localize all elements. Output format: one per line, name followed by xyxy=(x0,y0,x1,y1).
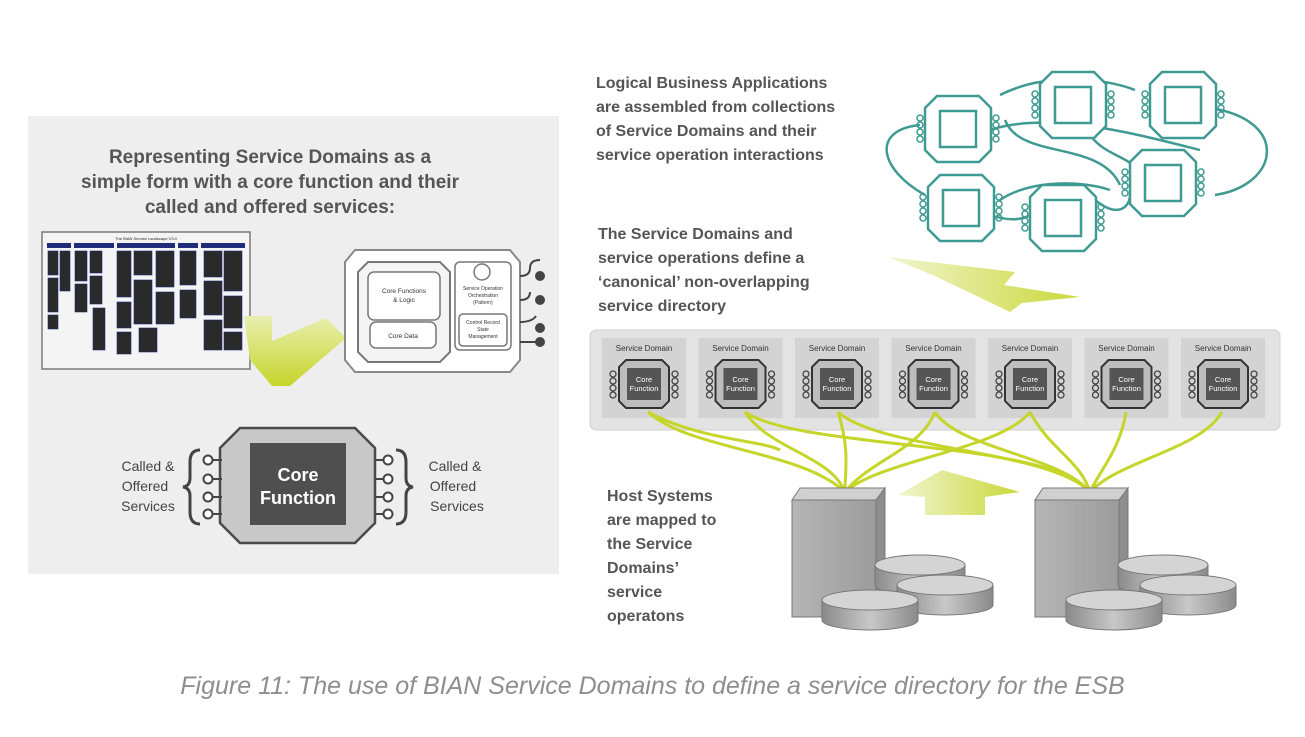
service-domain-core-label: Function xyxy=(630,384,659,393)
service-domain-label: Service Domain xyxy=(712,344,768,353)
green-merge-arrow xyxy=(244,316,346,386)
service-domain-core-label: Core xyxy=(1118,375,1134,384)
core-function-label-2: Function xyxy=(260,488,336,508)
control-record-label-2: State xyxy=(477,327,489,333)
host-system-right xyxy=(1034,486,1237,631)
host-systems-line-2: are mapped to xyxy=(607,512,717,529)
called-offered-left-2: Offered xyxy=(122,478,168,494)
teal-node xyxy=(1031,70,1115,140)
logical-apps-line-2: are assembled from collections xyxy=(596,99,835,116)
service-domain-label: Service Domain xyxy=(1002,344,1058,353)
teal-node xyxy=(1021,183,1105,253)
orchestration-label-1: Service Operation xyxy=(463,286,503,292)
called-offered-right-3: Services xyxy=(430,498,484,514)
service-domain-detail-graphic: Core Functions & Logic Core Data Service… xyxy=(344,249,545,373)
service-domain-core-label: Function xyxy=(726,384,755,393)
logical-apps-line-1: Logical Business Applications xyxy=(596,75,828,92)
canonical-line-4: service directory xyxy=(598,298,726,315)
service-domain-core-label: Function xyxy=(823,384,852,393)
left-panel-title-line-3: called and offered services: xyxy=(145,197,395,218)
service-domain-core-label: Core xyxy=(925,375,941,384)
core-functions-label-2: & Logic xyxy=(393,297,415,304)
logical-apps-line-4: service operation interactions xyxy=(596,147,824,164)
logical-apps-line-3: of Service Domains and their xyxy=(596,123,817,140)
canonical-line-2: service operations define a xyxy=(598,250,804,267)
bian-landscape-thumbnail: The BIAN Service Landscape V3.0 xyxy=(41,231,251,370)
control-record-label-1: Control Record xyxy=(466,320,500,326)
service-domain-label: Service Domain xyxy=(616,344,672,353)
teal-app-nodes xyxy=(916,70,1225,253)
service-domain-core-label: Core xyxy=(732,375,748,384)
canonical-line-1: The Service Domains and xyxy=(598,226,793,243)
service-domain-core-label: Core xyxy=(1022,375,1038,384)
host-systems-line-1: Host Systems xyxy=(607,488,713,505)
left-panel-title-line-2: simple form with a core function and the… xyxy=(81,172,460,193)
green-up-arrow-host xyxy=(898,470,1020,515)
orchestration-label-3: (Pattern) xyxy=(473,300,493,306)
called-offered-right-2: Offered xyxy=(430,478,476,494)
service-domain-core-label: Function xyxy=(1016,384,1045,393)
service-domain-core-label: Function xyxy=(1112,384,1141,393)
service-domain-core-label: Core xyxy=(829,375,845,384)
core-data-label: Core Data xyxy=(388,333,418,340)
teal-node xyxy=(919,173,1003,243)
left-panel-title-line-1: Representing Service Domains as a xyxy=(109,147,432,168)
teal-node xyxy=(1141,70,1225,140)
teal-node xyxy=(1121,148,1205,218)
host-system-left xyxy=(791,486,994,631)
host-systems-line-6: operatons xyxy=(607,608,684,625)
host-systems-line-3: the Service xyxy=(607,536,692,553)
service-to-host-links xyxy=(646,410,1224,494)
canonical-line-3: ‘canonical’ non-overlapping xyxy=(598,274,810,291)
service-domain-core-label: Core xyxy=(1215,375,1231,384)
core-function-label-1: Core xyxy=(277,465,318,485)
service-domain-core-label: Function xyxy=(919,384,948,393)
called-offered-right-1: Called & xyxy=(429,458,483,474)
service-domain-core-label: Function xyxy=(1209,384,1238,393)
host-systems-line-5: service xyxy=(607,584,662,601)
service-domain-core-label: Core xyxy=(636,375,652,384)
core-functions-label-1: Core Functions xyxy=(382,288,427,295)
service-domain-label: Service Domain xyxy=(1098,344,1154,353)
landscape-title: The BIAN Service Landscape V3.0 xyxy=(115,236,178,241)
called-offered-left-1: Called & xyxy=(122,458,176,474)
service-domain-label: Service Domain xyxy=(809,344,865,353)
host-systems-line-4: Domains’ xyxy=(607,560,679,577)
service-domain-label: Service Domain xyxy=(1195,344,1251,353)
figure-caption: Figure 11: The use of BIAN Service Domai… xyxy=(180,672,1125,700)
called-offered-left-3: Services xyxy=(121,498,175,514)
green-up-arrow-network xyxy=(888,257,1080,312)
orchestration-label-2: Orchestration xyxy=(468,293,498,299)
teal-node xyxy=(916,94,1000,164)
core-function-block: Core Function xyxy=(182,426,414,545)
service-domain-label: Service Domain xyxy=(905,344,961,353)
control-record-label-3: Management xyxy=(468,334,498,340)
